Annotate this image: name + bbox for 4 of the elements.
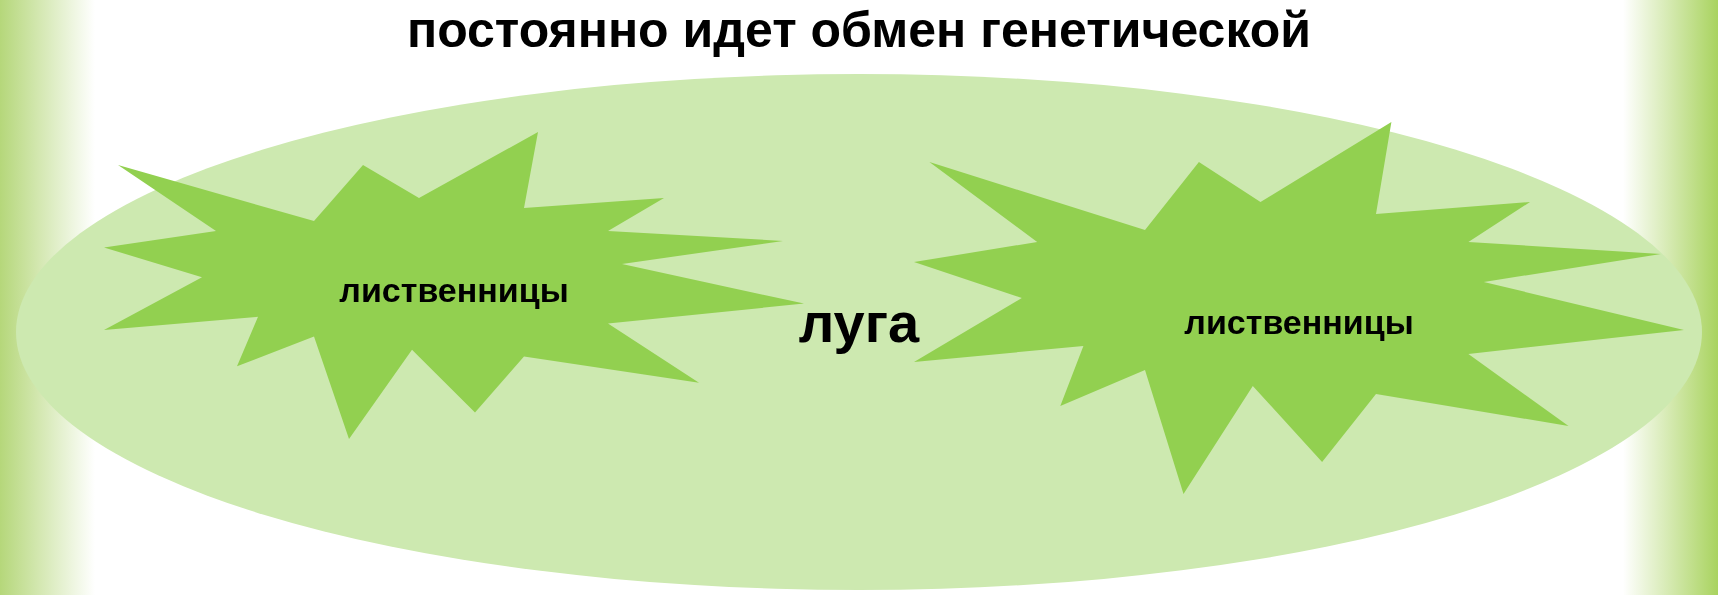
- heading-text: постоянно идет обмен генетической: [405, 1, 1313, 60]
- area-label: луга: [798, 289, 920, 355]
- tree-label: лиственницы: [1184, 302, 1414, 342]
- tree-label: лиственницы: [339, 270, 569, 310]
